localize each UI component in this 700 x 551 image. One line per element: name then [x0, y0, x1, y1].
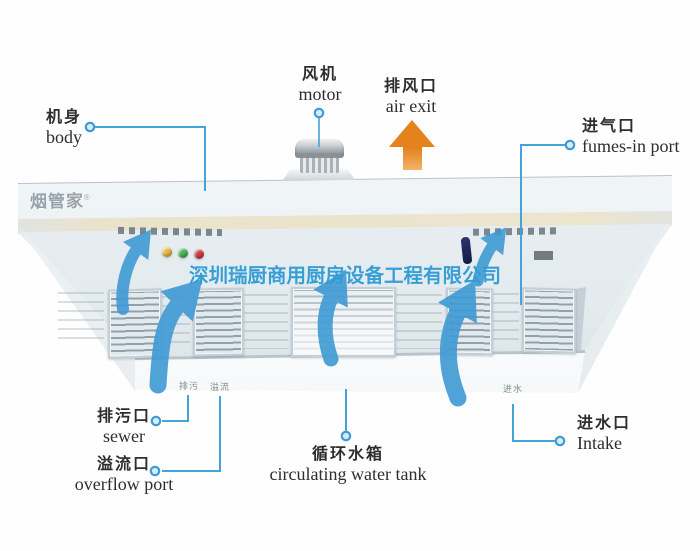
label-motor-zh: 风机: [301, 66, 338, 83]
filter-panel-1: [108, 288, 162, 359]
label-overflow: 溢流口 overflow port: [58, 456, 190, 494]
label-motor: 风机 motor: [284, 66, 356, 104]
label-air-exit-zh: 排风口: [383, 78, 438, 95]
louver-reflection: [244, 294, 288, 349]
label-body: 机身 body: [20, 109, 108, 147]
label-overflow-zh: 溢流口: [96, 456, 151, 473]
motor-cap: [295, 139, 344, 158]
air-exit-arrow-stem: [403, 145, 422, 170]
filter-panel-5: [522, 287, 576, 354]
label-fumes-in: 进气口 fumes-in port: [582, 118, 697, 156]
callout-dot-intake: [554, 435, 566, 447]
port-mark-intake: 进水: [503, 384, 524, 394]
label-air-exit-en: air exit: [385, 95, 437, 116]
label-body-zh: 机身: [45, 109, 82, 126]
port-mark-sewer: 排污: [179, 381, 200, 391]
label-water-tank: 循环水箱 circulating water tank: [256, 446, 440, 484]
louver-reflection: [162, 296, 190, 348]
brand-mark: 烟管家®: [30, 186, 91, 212]
label-air-exit: 排风口 air exit: [374, 78, 448, 116]
louver-reflection: [58, 292, 104, 344]
brand-name: 烟管家: [29, 191, 85, 212]
motor-ribbed-body: [300, 154, 339, 173]
label-intake-en: Intake: [577, 432, 622, 453]
filter-panel-3: [291, 287, 396, 357]
label-water-tank-zh: 循环水箱: [311, 446, 384, 463]
motor-base: [283, 169, 355, 180]
leader-intake: [512, 404, 555, 442]
indicator-light-red: [194, 249, 204, 259]
mounting-block: [534, 251, 553, 260]
callout-dot-fumes-in: [564, 139, 576, 151]
louver-reflection: [396, 294, 442, 349]
registered-mark-icon: ®: [83, 192, 91, 202]
air-exit-arrow-icon: [389, 120, 435, 147]
label-fumes-in-zh: 进气口: [582, 118, 637, 135]
label-intake: 进水口 Intake: [577, 415, 657, 453]
indicator-light-yellow: [162, 247, 172, 257]
label-sewer-zh: 排污口: [96, 408, 151, 425]
label-motor-en: motor: [298, 83, 342, 104]
label-fumes-in-en: fumes-in port: [582, 135, 680, 156]
filter-panel-4: [446, 287, 493, 356]
label-overflow-en: overflow port: [74, 473, 174, 494]
label-sewer: 排污口 sewer: [79, 408, 169, 446]
port-mark-overflow: 溢流: [210, 382, 231, 392]
indicator-light-green: [178, 248, 188, 258]
label-intake-zh: 进水口: [577, 415, 632, 432]
label-body-en: body: [46, 126, 82, 147]
label-sewer-en: sewer: [103, 425, 145, 446]
louver-reflection: [493, 293, 519, 345]
watermark-text: 深圳瑞厨商用厨房设备工程有限公司: [189, 265, 502, 287]
filter-panel-2: [193, 287, 244, 357]
label-water-tank-en: circulating water tank: [269, 463, 427, 484]
callout-dot-motor: [313, 107, 325, 119]
callout-dot-water-tank: [340, 430, 352, 442]
